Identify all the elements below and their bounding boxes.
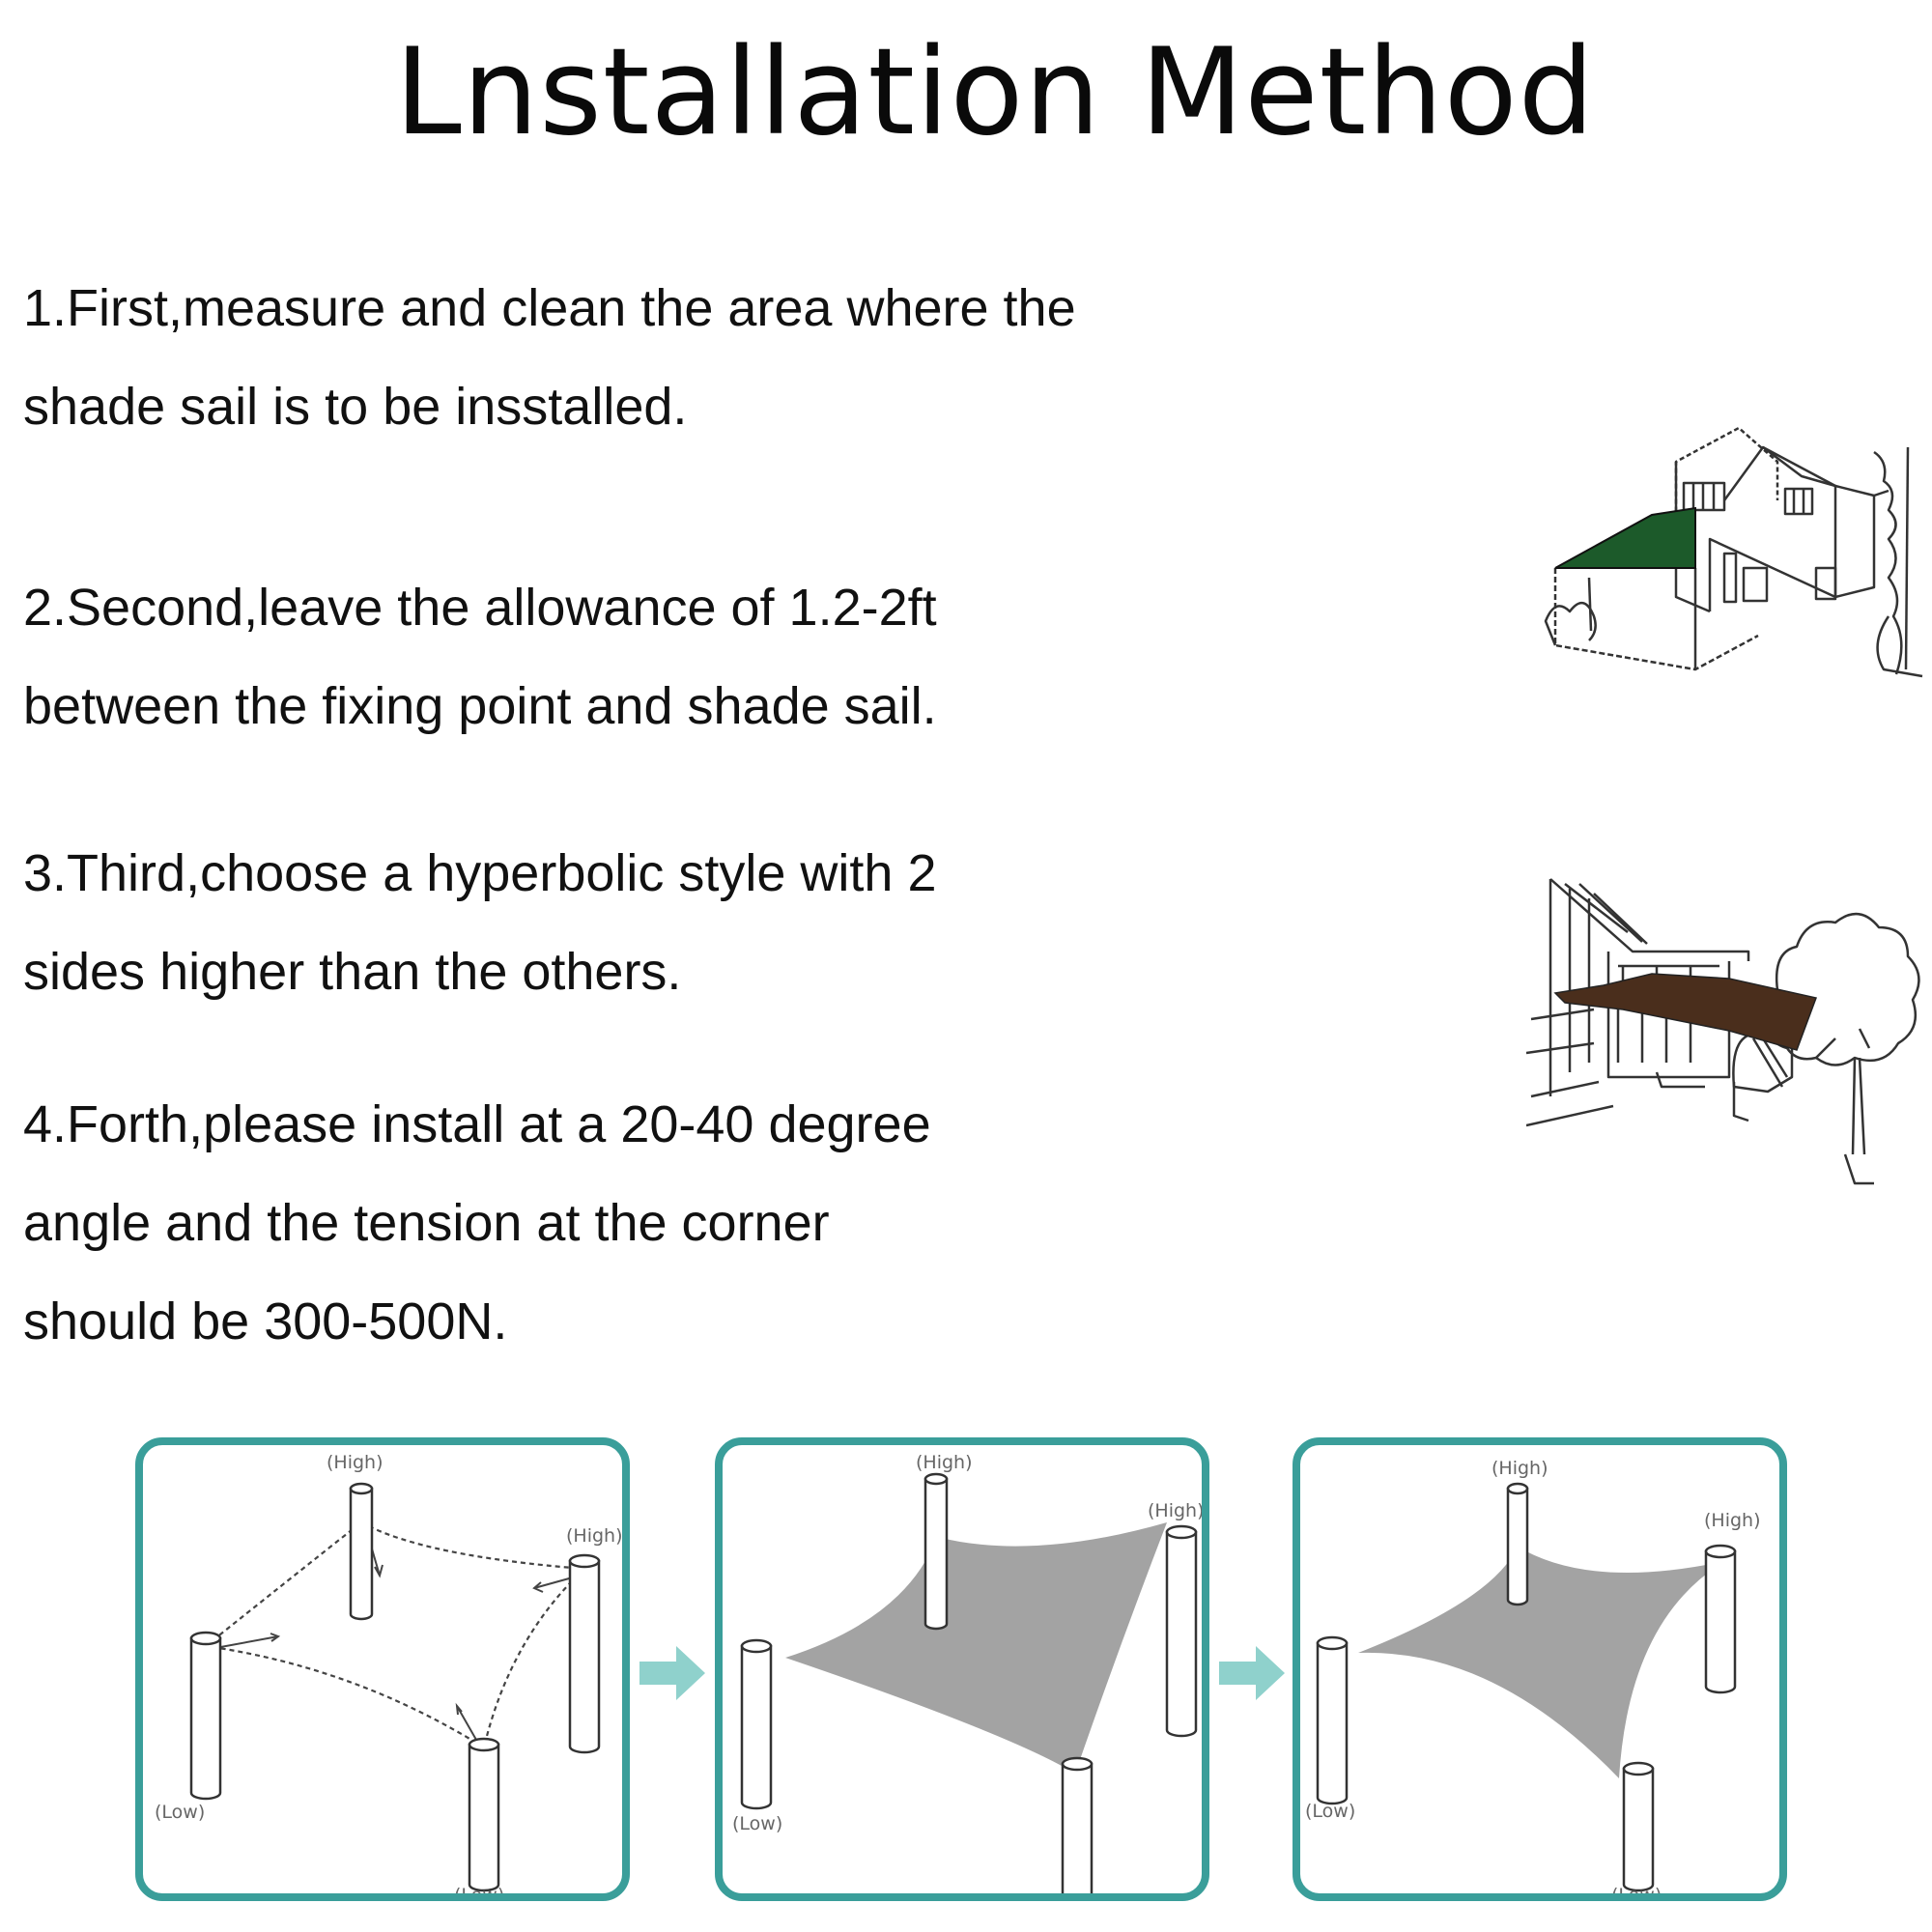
- step-panel-tensioning: (High) (High) (Low) (Low): [135, 1437, 630, 1901]
- label-high-1: (High): [327, 1452, 384, 1473]
- step-panel-hyperbolic-sail: (High) (High) (Low) (Low): [1293, 1437, 1787, 1901]
- house-shade-sail-illustration: [1544, 426, 1923, 678]
- label-high-4: (High): [1148, 1500, 1202, 1521]
- step-4-line-1: 4.Forth,please install at a 20-40 degree: [23, 1095, 931, 1153]
- arrow-2-icon: [1219, 1642, 1287, 1709]
- step-4-line-2: angle and the tension at the corner: [23, 1194, 830, 1252]
- label-low-4: (Low): [1065, 1890, 1116, 1893]
- label-low-1: (Low): [155, 1802, 205, 1823]
- patio-shade-sail-illustration: [1526, 878, 1920, 1185]
- label-high-2: (High): [566, 1525, 622, 1547]
- label-low-2: (Low): [454, 1885, 504, 1893]
- label-high-5: (High): [1492, 1458, 1548, 1479]
- sail-mounted-diagram: (High) (High) (Low) (Low): [732, 1452, 1202, 1893]
- step-4-line-3: should be 300-500N.: [23, 1293, 508, 1350]
- page-title: Lnstallation Method: [394, 23, 1596, 162]
- step-1-line-2: shade sail is to be insstalled.: [23, 378, 688, 436]
- hyperbolic-sail-diagram: (High) (High) (Low) (Low): [1305, 1458, 1761, 1893]
- step-3-line-1: 3.Third,choose a hyperbolic style with 2: [23, 844, 937, 902]
- label-low-5: (Low): [1305, 1801, 1355, 1822]
- tensioning-diagram: (High) (High) (Low) (Low): [155, 1452, 622, 1893]
- step-2-line-1: 2.Second,leave the allowance of 1.2-2ft: [23, 579, 937, 637]
- label-low-6: (Low): [1611, 1885, 1662, 1893]
- step-3-line-2: sides higher than the others.: [23, 943, 682, 1001]
- step-1-line-1: 1.First,measure and clean the area where…: [23, 279, 1076, 337]
- label-high-3: (High): [916, 1452, 973, 1473]
- arrow-1-icon: [639, 1642, 707, 1709]
- label-low-3: (Low): [732, 1813, 782, 1834]
- label-high-6: (High): [1704, 1510, 1761, 1531]
- step-panel-sail-mounted: (High) (High) (Low) (Low): [715, 1437, 1209, 1901]
- step-2-line-2: between the fixing point and shade sail.: [23, 677, 937, 735]
